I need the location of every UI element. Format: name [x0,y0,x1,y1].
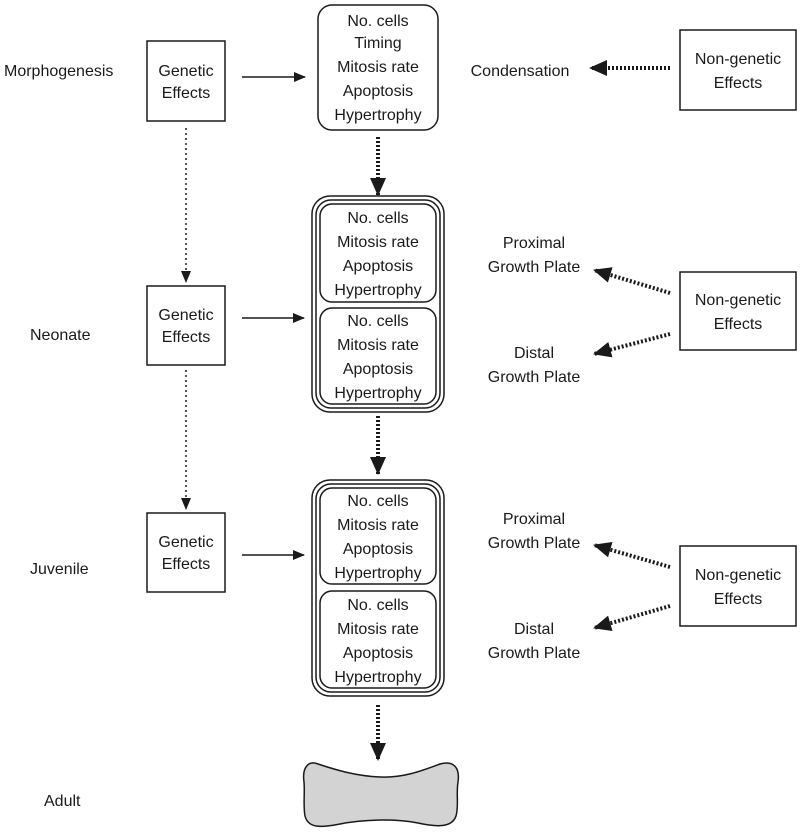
proximal-growth-plate-label-line2: Growth Plate [488,535,581,552]
distal-growth-plate-label-line2: Growth Plate [488,369,581,386]
distal-growth-plate-label-line2: Growth Plate [488,645,581,662]
non-genetic-effects-box-neonate: Non-genetic Effects [679,271,797,351]
factor-apoptosis: Apoptosis [343,83,413,100]
stage-label-juvenile: Juvenile [30,561,89,578]
genetic-effects-box-morphogenesis: Genetic Effects [146,40,226,122]
non-genetic-effects-line2: Effects [714,75,763,92]
genetic-effects-box-juvenile: Genetic Effects [146,512,226,593]
distal-plate-box [319,590,437,689]
distal-growth-plate-label-line1: Distal [514,345,554,362]
factor-no-cells: No. cells [347,210,408,227]
factor-mitosis-rate: Mitosis rate [337,59,419,76]
distal-growth-plate-label-line1: Distal [514,621,554,638]
non-genetic-effects-line1: Non-genetic [695,567,781,584]
non-genetic-effects-line2: Effects [714,591,763,608]
factor-apoptosis: Apoptosis [343,361,413,378]
genetic-effects-line1: Genetic [158,307,213,324]
factor-hypertrophy: Hypertrophy [334,282,421,299]
non-genetic-effects-box-juvenile: Non-genetic Effects [679,545,797,627]
non-genetic-effects-line2: Effects [714,316,763,333]
proximal-plate-box [319,203,437,303]
factor-apoptosis: Apoptosis [343,541,413,558]
genetic-effects-line1: Genetic [158,63,213,80]
adult-bone-shape [302,762,460,828]
genetic-effects-box-neonate: Genetic Effects [146,285,226,366]
neonate-growth-plates: No. cells Mitosis rate Apoptosis Hypertr… [311,195,445,413]
factor-mitosis-rate: Mitosis rate [337,337,419,354]
proximal-growth-plate-label-line1: Proximal [503,235,565,252]
non-genetic-effects-line1: Non-genetic [695,51,781,68]
factor-mitosis-rate: Mitosis rate [337,234,419,251]
factor-hypertrophy: Hypertrophy [334,669,421,686]
factor-hypertrophy: Hypertrophy [334,107,421,124]
non-genetic-effects-box-morphogenesis: Non-genetic Effects [679,29,797,111]
proximal-growth-plate-label-line2: Growth Plate [488,259,581,276]
genetic-effects-line2: Effects [162,556,211,573]
morphogenesis-factors-box: No. cells Timing Mitosis rate Apoptosis … [317,4,439,131]
non-genetic-arrow-distal-neonate [593,332,671,358]
genetic-effects-line2: Effects [162,85,211,102]
factor-timing: Timing [354,35,401,52]
non-genetic-arrow-proximal-juvenile [593,542,671,569]
factor-hypertrophy: Hypertrophy [334,385,421,402]
genetic-effects-line2: Effects [162,329,211,346]
genetic-effects-line1: Genetic [158,534,213,551]
factor-apoptosis: Apoptosis [343,258,413,275]
factor-mitosis-rate: Mitosis rate [337,517,419,534]
non-genetic-arrow-proximal-neonate [593,267,671,295]
proximal-plate-box [319,487,437,585]
condensation-label: Condensation [471,63,570,80]
juvenile-growth-plates: No. cells Mitosis rate Apoptosis Hypertr… [311,479,445,697]
factor-apoptosis: Apoptosis [343,645,413,662]
factor-no-cells: No. cells [347,313,408,330]
factor-no-cells: No. cells [347,597,408,614]
factor-mitosis-rate: Mitosis rate [337,621,419,638]
stage-label-adult: Adult [44,793,81,810]
factor-no-cells: No. cells [347,13,408,30]
proximal-growth-plate-label-line1: Proximal [503,511,565,528]
stage-label-neonate: Neonate [30,327,91,344]
factor-no-cells: No. cells [347,493,408,510]
stage-label-morphogenesis: Morphogenesis [4,63,113,80]
non-genetic-effects-line1: Non-genetic [695,292,781,309]
non-genetic-arrow-distal-juvenile [593,604,671,631]
factor-hypertrophy: Hypertrophy [334,565,421,582]
distal-plate-box [319,307,437,405]
